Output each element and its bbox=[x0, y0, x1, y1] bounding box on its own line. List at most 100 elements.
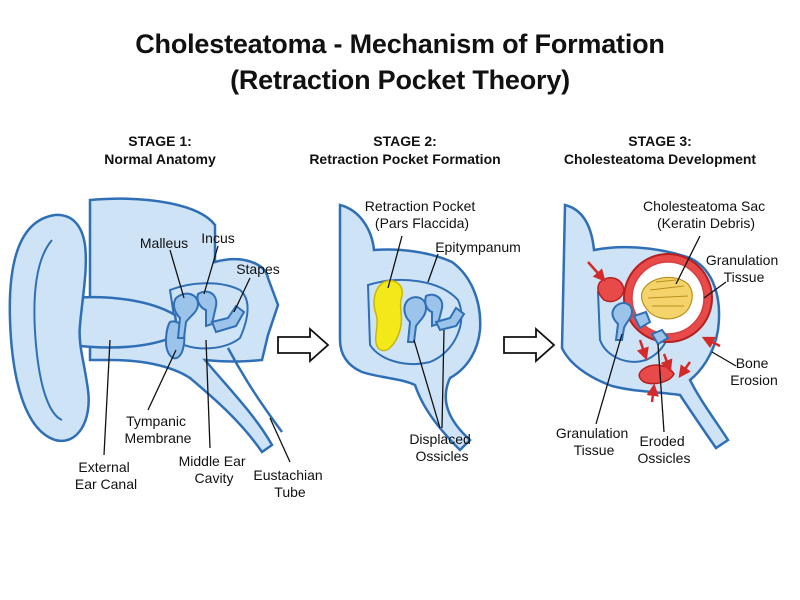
panel-2-labels: Retraction Pocket (Pars Flaccida) Epitym… bbox=[365, 198, 521, 464]
retraction-pocket-shape bbox=[373, 280, 403, 352]
panel-1-pointers bbox=[103, 245, 291, 463]
label-granulation-tissue-top-line-2: Tissue bbox=[724, 269, 765, 285]
diagram-title: Cholesteatoma - Mechanism of Formation (… bbox=[0, 26, 800, 98]
label-eustachian-tube: Eustachian Tube bbox=[253, 467, 326, 500]
label-bone-erosion-line-1: Bone bbox=[736, 355, 769, 371]
label-displaced-ossicles: Displaced Ossicles bbox=[409, 431, 474, 464]
stage-3-subheading: Cholesteatoma Development bbox=[563, 151, 757, 167]
pinna-inner-fold bbox=[33, 239, 63, 421]
stage-transition-arrow-2 bbox=[503, 326, 556, 364]
stage-1-header: STAGE 1: Normal Anatomy bbox=[60, 132, 260, 168]
label-displaced-ossicles-line-2: Ossicles bbox=[416, 448, 469, 464]
eroded-stapes bbox=[650, 328, 670, 346]
label-eustachian-tube-line-1: Eustachian bbox=[253, 467, 322, 483]
title-line-2: (Retraction Pocket Theory) bbox=[230, 65, 570, 95]
label-external-ear-canal: External Ear Canal bbox=[75, 459, 137, 492]
bone-erosion-arrows bbox=[587, 261, 721, 403]
title-line-1: Cholesteatoma - Mechanism of Formation bbox=[135, 29, 665, 59]
label-cholesteatoma-sac-line-1: Cholesteatoma Sac bbox=[643, 198, 765, 214]
erosion-arrow-5 bbox=[678, 361, 692, 379]
label-retraction-pocket-line-2: (Pars Flaccida) bbox=[375, 215, 469, 231]
label-granulation-tissue-bottom: Granulation Tissue bbox=[556, 425, 632, 458]
label-middle-ear-cavity-line-1: Middle Ear bbox=[179, 453, 246, 469]
label-granulation-tissue-top: Granulation Tissue bbox=[706, 252, 782, 285]
label-external-ear-canal-line-2: Ear Canal bbox=[75, 476, 137, 492]
stapes-bone bbox=[210, 304, 246, 334]
eroded-incus bbox=[632, 310, 652, 330]
panel-1-labels: Malleus Incus Stapes Tympanic Membrane E… bbox=[75, 230, 326, 500]
stage-2-header: STAGE 2: Retraction Pocket Formation bbox=[290, 132, 520, 168]
pointer-displaced-ossicles-b bbox=[441, 329, 445, 429]
stage-3-heading: STAGE 3: bbox=[628, 133, 692, 149]
pointer-incus bbox=[203, 245, 219, 295]
label-cholesteatoma-sac-line-2: (Keratin Debris) bbox=[657, 215, 755, 231]
panel-3-labels: Cholesteatoma Sac (Keratin Debris) Granu… bbox=[556, 198, 782, 466]
label-stapes: Stapes bbox=[236, 261, 280, 277]
pointer-bone-erosion bbox=[711, 351, 737, 367]
erosion-arrow-1 bbox=[587, 261, 606, 282]
pointer-retraction-pocket bbox=[387, 235, 403, 289]
label-external-ear-canal-line-1: External bbox=[78, 459, 129, 475]
eroded-malleus bbox=[611, 302, 634, 341]
malleus-bone-stage-2 bbox=[403, 296, 428, 343]
label-granulation-tissue-bottom-line-2: Tissue bbox=[574, 442, 615, 458]
label-eroded-ossicles-line-1: Eroded bbox=[639, 433, 684, 449]
label-eroded-ossicles-line-2: Ossicles bbox=[638, 450, 691, 466]
pointer-external-ear-canal bbox=[103, 339, 111, 456]
stage-3-header: STAGE 3: Cholesteatoma Development bbox=[545, 132, 775, 168]
label-incus: Incus bbox=[201, 230, 234, 246]
pointer-cholesteatoma-sac bbox=[675, 235, 701, 285]
malleus-bone bbox=[172, 292, 200, 339]
pointer-malleus bbox=[169, 249, 185, 299]
stage-1-heading: STAGE 1: bbox=[128, 133, 192, 149]
label-tympanic-membrane: Tympanic Membrane bbox=[125, 413, 192, 446]
pointer-tympanic-membrane bbox=[147, 349, 177, 411]
pointer-granulation-tissue-bottom bbox=[595, 333, 623, 425]
erosion-arrow-6 bbox=[646, 383, 659, 403]
panel-3-cholesteatoma bbox=[560, 203, 730, 450]
label-tympanic-membrane-line-2: Membrane bbox=[125, 430, 192, 446]
label-tympanic-membrane-line-1: Tympanic bbox=[126, 413, 186, 429]
pointer-granulation-tissue-top bbox=[703, 281, 727, 299]
stage-2-heading: STAGE 2: bbox=[373, 133, 437, 149]
pointer-eroded-ossicles bbox=[657, 343, 665, 433]
pointer-displaced-ossicles-a bbox=[413, 339, 441, 429]
label-middle-ear-cavity-line-2: Cavity bbox=[195, 470, 234, 486]
label-malleus: Malleus bbox=[140, 235, 188, 251]
panel-3-pointers bbox=[595, 235, 737, 433]
granulation-tissue-left bbox=[597, 277, 625, 303]
label-eustachian-tube-line-2: Tube bbox=[274, 484, 306, 500]
label-middle-ear-cavity: Middle Ear Cavity bbox=[179, 453, 250, 486]
pointer-middle-ear-cavity bbox=[205, 339, 211, 449]
pointer-stapes bbox=[233, 277, 251, 313]
keratin-debris bbox=[640, 276, 693, 320]
keratin-debris-lines bbox=[647, 279, 689, 307]
erosion-arrow-2 bbox=[701, 336, 721, 349]
label-displaced-ossicles-line-1: Displaced bbox=[409, 431, 470, 447]
stage-1-subheading: Normal Anatomy bbox=[104, 151, 216, 167]
label-granulation-tissue-bottom-line-1: Granulation bbox=[556, 425, 628, 441]
label-granulation-tissue-top-line-1: Granulation bbox=[706, 252, 778, 268]
panel-1-normal-anatomy bbox=[8, 197, 284, 454]
incus-bone bbox=[196, 290, 218, 328]
stage-transition-arrow-1 bbox=[277, 326, 330, 364]
label-cholesteatoma-sac: Cholesteatoma Sac (Keratin Debris) bbox=[643, 198, 769, 231]
label-bone-erosion-line-2: Erosion bbox=[730, 372, 777, 388]
erosion-arrow-4 bbox=[660, 353, 673, 373]
label-bone-erosion: Bone Erosion bbox=[730, 355, 777, 388]
panel-2-pointers bbox=[387, 235, 445, 429]
pinna bbox=[8, 213, 90, 443]
label-eroded-ossicles: Eroded Ossicles bbox=[638, 433, 691, 466]
eustachian-tube bbox=[226, 347, 284, 433]
pointer-eustachian-tube bbox=[269, 417, 291, 463]
stage-2-subheading: Retraction Pocket Formation bbox=[309, 151, 501, 167]
label-retraction-pocket-line-1: Retraction Pocket bbox=[365, 198, 476, 214]
stapes-bone-stage-2 bbox=[434, 306, 466, 332]
erosion-arrow-3 bbox=[636, 339, 649, 361]
pointer-epitympanum bbox=[427, 253, 439, 283]
panel-2-retraction-pocket bbox=[338, 203, 482, 452]
label-epitympanum: Epitympanum bbox=[435, 239, 521, 255]
label-retraction-pocket: Retraction Pocket (Pars Flaccida) bbox=[365, 198, 479, 231]
incus-bone-stage-2 bbox=[424, 293, 444, 328]
